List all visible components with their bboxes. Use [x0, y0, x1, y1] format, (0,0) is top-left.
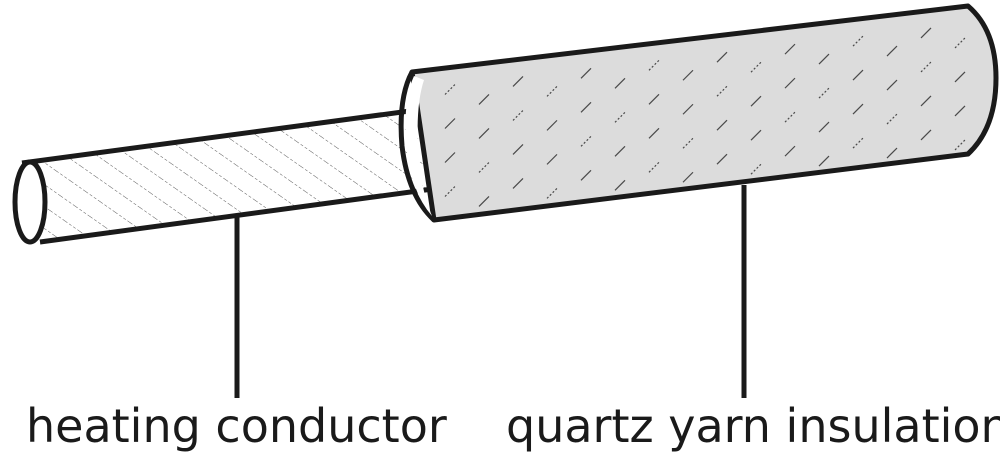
yarn-fiber-mark	[920, 95, 932, 107]
yarn-fiber-mark	[784, 77, 796, 89]
yarn-texture	[444, 27, 966, 207]
heating-conductor-label: heating conductor	[26, 399, 447, 453]
yarn-fiber-mark	[716, 153, 728, 165]
quartz-yarn-insulation	[398, 3, 999, 223]
yarn-fiber-mark	[444, 118, 456, 129]
yarn-fiber-mark	[954, 71, 966, 83]
yarn-fiber-mark	[614, 145, 626, 157]
yarn-fiber-mark	[478, 94, 490, 105]
yarn-fiber-mark	[886, 79, 898, 91]
yarn-fiber-mark	[648, 93, 660, 105]
yarn-fiber-mark	[784, 43, 796, 55]
yarn-fiber-mark	[512, 75, 524, 87]
yarn-fiber-mark	[444, 152, 456, 163]
yarn-fiber-mark	[818, 53, 830, 65]
conductor-bottom-edge	[39, 185, 441, 245]
yarn-fiber-mark	[580, 67, 592, 79]
yarn-fiber-mark	[716, 119, 728, 131]
yarn-fiber-mark	[818, 121, 830, 133]
yarn-fiber-mark	[648, 127, 660, 139]
yarn-fiber-mark	[682, 69, 694, 81]
yarn-fiber-mark	[546, 119, 558, 131]
yarn-fiber-mark	[614, 179, 626, 191]
yarn-fiber-mark	[784, 145, 796, 157]
yarn-fiber-mark	[478, 196, 490, 207]
yarn-fiber-mark	[852, 103, 864, 115]
insulation-bore-shadow	[405, 76, 432, 216]
yarn-fiber-mark	[512, 143, 524, 155]
conductor-end-face	[12, 159, 48, 245]
yarn-fiber-mark	[614, 77, 626, 89]
yarn-fiber-mark	[478, 128, 490, 139]
insulation-end-ring	[398, 70, 436, 222]
yarn-fiber-mark	[682, 103, 694, 115]
conductor-body	[22, 108, 444, 242]
yarn-fiber-mark	[886, 147, 898, 159]
yarn-fiber-mark	[852, 69, 864, 81]
heating-conductor	[12, 105, 444, 245]
yarn-fiber-mark	[716, 51, 728, 63]
insulation-body	[409, 3, 999, 223]
yarn-fiber-mark	[580, 101, 592, 113]
yarn-fiber-mark	[580, 169, 592, 181]
yarn-fiber-mark	[886, 45, 898, 57]
yarn-fiber-mark	[954, 105, 966, 117]
yarn-fiber-mark	[750, 129, 762, 141]
yarn-fiber-mark	[818, 155, 830, 167]
yarn-fiber-mark	[546, 153, 558, 165]
quartz-yarn-insulation-label: quartz yarn insulation	[506, 399, 1000, 453]
yarn-fiber-mark	[750, 95, 762, 107]
yarn-fiber-mark	[682, 171, 694, 183]
yarn-fiber-mark	[512, 177, 524, 189]
yarn-fiber-mark	[920, 129, 932, 141]
yarn-fiber-mark	[920, 27, 932, 39]
conductor-top-edge	[21, 105, 433, 166]
